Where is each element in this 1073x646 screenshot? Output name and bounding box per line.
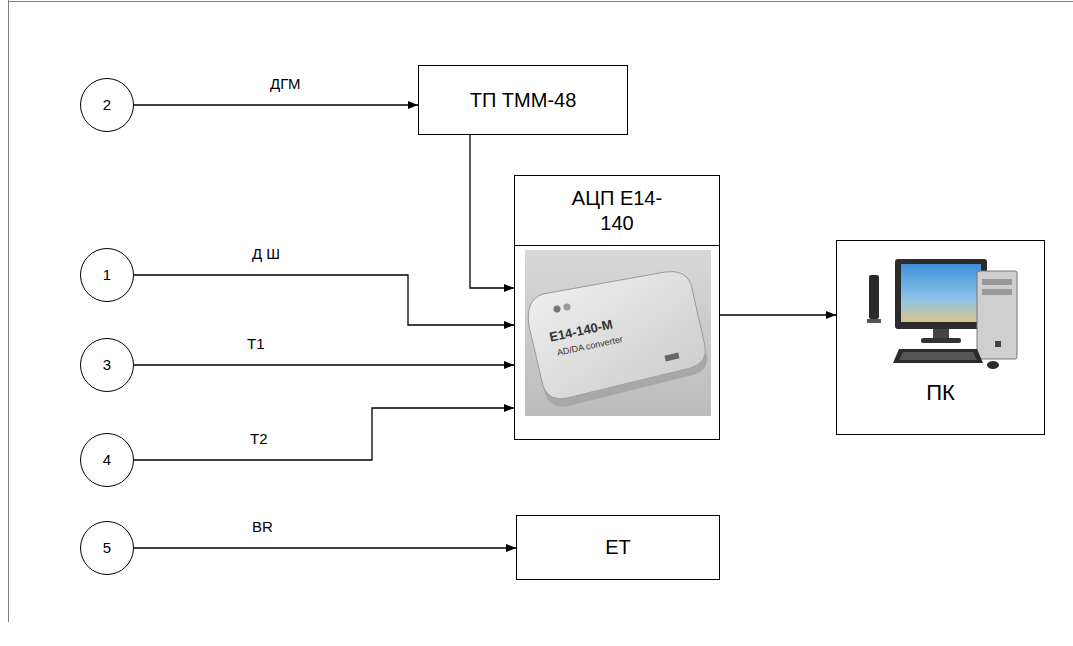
process-box: ЕТ bbox=[516, 515, 720, 580]
callout-number: 5 bbox=[103, 539, 111, 558]
box-label: АЦП Е14-140 bbox=[515, 176, 719, 245]
signal-arrow bbox=[134, 364, 514, 365]
frame-line bbox=[8, 1, 1073, 2]
signal-arrow bbox=[134, 104, 418, 105]
callout-number: 1 bbox=[103, 266, 111, 285]
box-label: ЕТ bbox=[605, 535, 631, 560]
callout-number: 3 bbox=[103, 356, 111, 375]
callout-circle: 3 bbox=[80, 338, 134, 392]
box-label: ПК bbox=[837, 379, 1044, 407]
frame-line bbox=[8, 0, 9, 622]
callout-number: 2 bbox=[103, 96, 111, 115]
callout-number: 4 bbox=[103, 451, 111, 470]
adc-box: АЦП Е14-140 bbox=[514, 175, 720, 440]
signal-arrow bbox=[134, 275, 514, 325]
callout-circle: 5 bbox=[80, 521, 134, 575]
signal-arrow bbox=[134, 547, 516, 548]
callout-circle: 2 bbox=[80, 78, 134, 132]
signal-name: Т1 bbox=[245, 335, 267, 353]
box-label: ТП ТММ-48 bbox=[470, 88, 577, 113]
callout-circle: 1 bbox=[80, 248, 134, 302]
computer-box: ПК bbox=[836, 240, 1045, 435]
signal-arrow bbox=[720, 314, 836, 315]
signal-arrow bbox=[134, 408, 514, 460]
signal-name: ДГМ bbox=[268, 75, 302, 93]
computer-picture bbox=[837, 241, 1044, 381]
process-box: ТП ТММ-48 bbox=[418, 65, 628, 135]
signal-name: Т2 bbox=[248, 430, 270, 448]
callout-circle: 4 bbox=[80, 433, 134, 487]
signal-name: Д Ш bbox=[250, 245, 282, 263]
signal-name: BR bbox=[250, 518, 275, 536]
signal-arrow bbox=[470, 135, 514, 288]
